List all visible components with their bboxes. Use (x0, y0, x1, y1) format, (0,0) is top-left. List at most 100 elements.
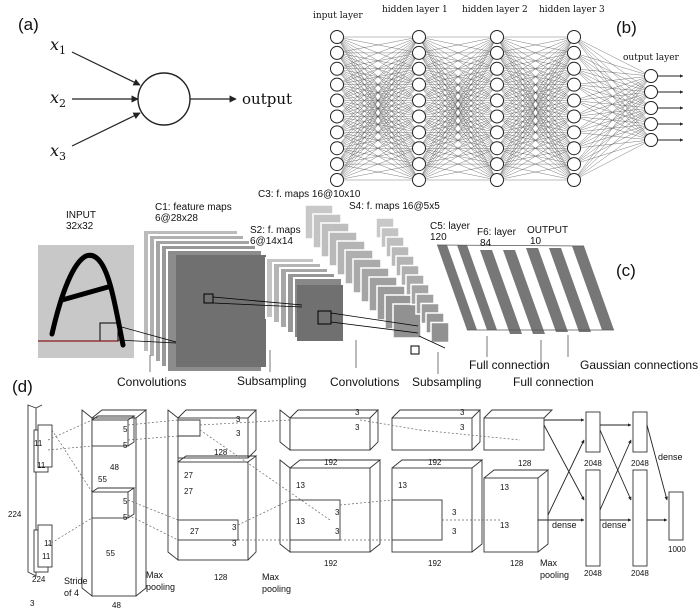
panel-label-a: (a) (18, 15, 39, 34)
mlp-edge (573, 75, 652, 181)
mlp-node (490, 30, 504, 44)
svg-text:pooling: pooling (146, 582, 175, 592)
c1-title: C1: feature maps (155, 202, 232, 213)
conv2-bottom-block (177, 461, 249, 561)
mlp-edge (418, 132, 498, 181)
mlp-node (644, 101, 658, 115)
s4-feature-maps (375, 217, 450, 344)
svg-text:3: 3 (460, 423, 465, 432)
mlp-node (412, 157, 426, 172)
mlp-node (490, 45, 504, 60)
svg-text:13: 13 (296, 481, 305, 490)
mlp-edge (418, 84, 498, 181)
output-label: output (242, 90, 292, 108)
neuron-node (137, 72, 191, 126)
s2-title: S2: f. maps (250, 225, 301, 236)
c5-title: C5: layer (430, 221, 471, 232)
conv-line-1 (117, 325, 177, 343)
conv5-top-block (483, 417, 545, 451)
mlp-edge (573, 75, 652, 149)
svg-text:5: 5 (123, 497, 128, 506)
svg-text:3: 3 (452, 508, 457, 517)
conv-line-2 (117, 339, 177, 344)
svg-text:pooling: pooling (540, 570, 569, 580)
fc8-output (668, 491, 684, 541)
mlp-node (567, 157, 581, 172)
fc6-top (585, 411, 601, 453)
mlp-node (412, 77, 426, 92)
svg-text:27: 27 (184, 471, 193, 480)
c5-band-1 (437, 245, 477, 330)
mlp-node (330, 109, 344, 124)
mlp-node (412, 93, 426, 108)
mlp-edge (496, 36, 575, 149)
f6-size: 84 (480, 238, 492, 249)
mlp-edge (496, 36, 575, 133)
mlp-edge (573, 68, 652, 77)
svg-text:128: 128 (214, 573, 228, 582)
mlp-node (330, 61, 344, 76)
svg-text:192: 192 (324, 559, 338, 568)
mlp-edge (496, 36, 575, 165)
mlp-node (412, 30, 426, 44)
op-full-connection-1: Full connection (469, 358, 550, 372)
mlp-edge (496, 116, 575, 181)
svg-text:13: 13 (500, 483, 509, 492)
mlp-edge (573, 75, 652, 117)
mlp-edge (496, 163, 575, 181)
svg-text:11: 11 (42, 552, 51, 561)
panel-label-c: (c) (616, 261, 636, 280)
mlp-edge (336, 52, 420, 181)
output-band-2 (572, 246, 614, 330)
alexnet-dimension-labels: 224 224 3 11 11 11 11 5 5 48 55 55 5 5 4… (8, 408, 686, 610)
mlp-edge (496, 148, 575, 181)
f6-band-1 (503, 250, 545, 334)
mlp-edge (496, 36, 575, 117)
svg-text:192: 192 (324, 458, 338, 467)
mlp-edge (496, 100, 575, 181)
svg-text:2048: 2048 (631, 569, 649, 578)
fc7-top (632, 411, 648, 453)
mlp-edge (573, 91, 652, 181)
svg-text:27: 27 (190, 527, 199, 536)
svg-text:11: 11 (34, 439, 43, 448)
svg-text:55: 55 (98, 475, 107, 484)
svg-text:13: 13 (296, 517, 305, 526)
conv1-kernel-upper (91, 419, 129, 447)
mlp-node (644, 133, 658, 147)
mlp-edge (336, 132, 420, 181)
mlp-nodes (330, 30, 684, 187)
input-edge-1 (71, 51, 141, 86)
projection-lines (47, 419, 521, 546)
svg-text:1000: 1000 (668, 545, 686, 554)
svg-text:2048: 2048 (584, 459, 602, 468)
output-layer-title: output layer (623, 53, 680, 63)
svg-text:128: 128 (214, 448, 228, 457)
mlp-edge (496, 36, 575, 101)
conv3-top-block (289, 417, 371, 451)
op-convolutions-2: Convolutions (330, 375, 399, 389)
panel-c-lenet: INPUT 32x32 C1: feature maps 6@28x28 S2:… (38, 189, 698, 389)
s4-window (410, 345, 420, 355)
mlp-node (490, 157, 504, 172)
mlp-node (567, 61, 581, 76)
mlp-node (644, 117, 658, 131)
c3-feature-maps (304, 204, 422, 339)
mlp-edge (336, 148, 420, 181)
svg-text:3: 3 (355, 408, 360, 417)
mlp-edge (573, 75, 652, 133)
sub-line-3 (418, 335, 446, 349)
mlp-edge (418, 100, 498, 181)
svg-text:3: 3 (236, 415, 241, 424)
mlp-edge (418, 36, 498, 133)
f6-title: F6: layer (477, 227, 517, 238)
mlp-node (567, 141, 581, 156)
hidden-layer-2-title: hidden layer 2 (462, 5, 528, 15)
c5-band-2 (457, 245, 497, 330)
conv4-kernel (391, 499, 443, 541)
mlp-edge (496, 36, 575, 85)
op-subsampling-2: Subsampling (412, 375, 481, 389)
svg-text:3: 3 (236, 429, 241, 438)
svg-text:3: 3 (452, 527, 457, 536)
